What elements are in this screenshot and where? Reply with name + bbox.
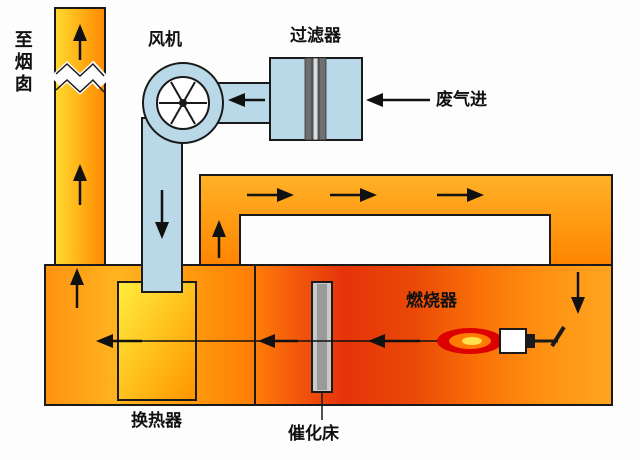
heat-exchanger-label: 换热器 <box>131 411 182 430</box>
catalytic-bed-label: 催化床 <box>288 424 339 443</box>
filter-box <box>269 57 363 141</box>
chimney-label: 至烟囱 <box>12 30 33 96</box>
fan-label: 风机 <box>148 30 182 49</box>
filter-element <box>304 57 313 141</box>
filter-element <box>318 57 327 141</box>
filter-label: 过滤器 <box>290 26 341 45</box>
waste-gas-in-label: 废气进 <box>436 90 487 109</box>
burner-nozzle-icon <box>499 325 566 354</box>
burner-label: 燃烧器 <box>406 291 457 310</box>
zigzag-break-icon <box>50 60 110 95</box>
flow-arrows <box>70 24 585 348</box>
loop-duct <box>199 174 613 266</box>
fan-icon <box>142 62 224 144</box>
catalytic-bed-bar <box>311 281 333 420</box>
flame-icon <box>437 328 503 354</box>
